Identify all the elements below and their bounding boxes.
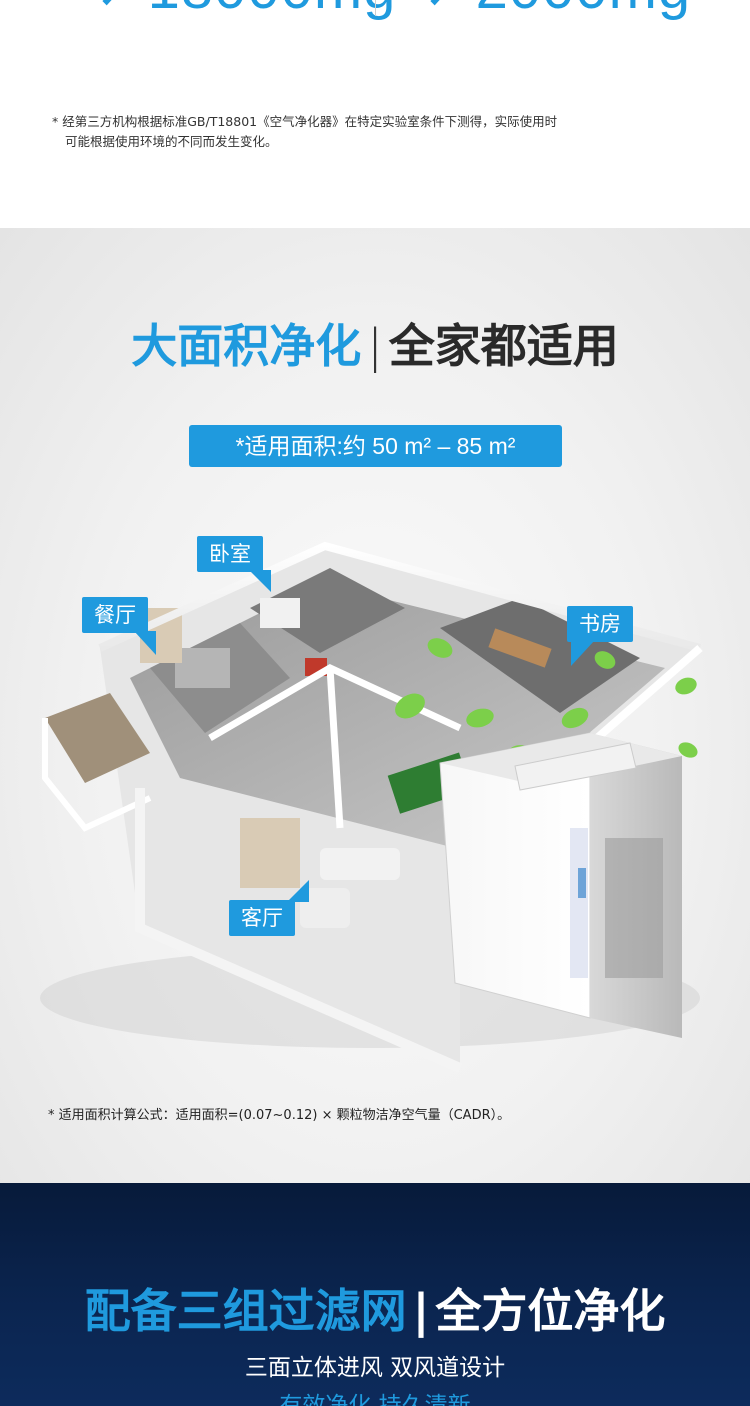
stat-left: ➚ 18000mg (96, 0, 396, 20)
test-footnote: * 经第三方机构根据标准GB/T18801《空气净化器》在特定实验室条件下测得，… (52, 112, 702, 152)
room-tag-bedroom: 卧室 (197, 536, 271, 592)
coverage-area-section: 大面积净化|全家都适用 *适用面积:约 50 m² – 85 m² (0, 228, 750, 1183)
area-badge: *适用面积:约 50 m² – 85 m² (189, 425, 562, 467)
area-formula-footnote: * 适用面积计算公式：适用面积=(0.07~0.12) × 颗粒物洁净空气量（C… (48, 1108, 511, 1123)
increase-arrow-icon: ➚ (96, 0, 140, 20)
filter-title-highlight: 配备三组过滤网 (84, 1284, 407, 1338)
filter-title: 配备三组过滤网|全方位净化 (0, 1281, 750, 1341)
stat-right: ➚ 2000mg (424, 0, 691, 20)
stat-divider (375, 0, 376, 16)
filter-subtitle-1: 三面立体进风 双风道设计 (244, 1355, 506, 1381)
title-separator: | (367, 319, 383, 373)
room-tag-study: 书房 (567, 606, 633, 666)
coverage-title-highlight: 大面积净化 (131, 319, 362, 373)
stat-left-value: 18000mg (148, 0, 397, 20)
test-footnote-line1: * 经第三方机构根据标准GB/T18801《空气净化器》在特定实验室条件下测得，… (52, 114, 558, 129)
stat-right-value: 2000mg (476, 0, 692, 20)
air-purifier-illustration (439, 732, 682, 1038)
coverage-title-rest: 全家都适用 (388, 319, 619, 373)
title-separator: | (412, 1284, 430, 1338)
room-tag-living: 客厅 (229, 880, 309, 936)
filter-title-rest: 全方位净化 (435, 1284, 666, 1338)
increase-arrow-icon: ➚ (424, 0, 468, 20)
coverage-title: 大面积净化|全家都适用 (0, 316, 750, 376)
performance-stats-section: ➚ 18000mg ➚ 2000mg * 经第三方机构根据标准GB/T18801… (0, 0, 750, 228)
room-tag-dining: 餐厅 (82, 597, 156, 655)
filter-subtitle-2: 有效净化 持久清新 (279, 1393, 471, 1406)
test-footnote-line2: 可能根据使用环境的不同而发生变化。 (65, 134, 278, 149)
filter-section: 配备三组过滤网|全方位净化 三面立体进风 双风道设计 有效净化 持久清新 (0, 1183, 750, 1406)
house-floorplan-illustration (40, 541, 703, 1073)
